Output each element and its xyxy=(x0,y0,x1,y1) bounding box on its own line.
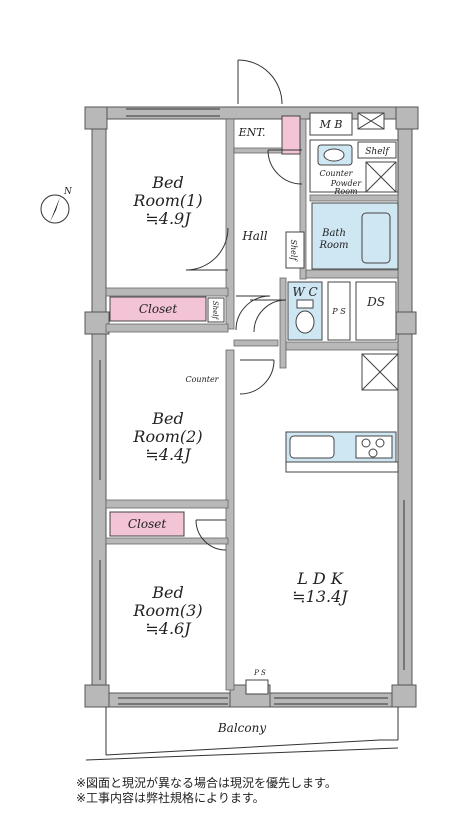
bed1-label-line2: Room(1) xyxy=(132,191,202,210)
hall-label: Hall xyxy=(241,229,267,243)
entrance-label: ENT. xyxy=(238,126,266,139)
ldk-size: ≒13.4J xyxy=(292,587,349,606)
bed2-label-line2: Room(2) xyxy=(132,427,202,446)
windows xyxy=(99,108,405,705)
bed3-label-line2: Room(3) xyxy=(132,601,202,620)
ds-label: DS xyxy=(366,295,385,309)
ldk-label: L D K xyxy=(296,569,344,588)
notes: ※図面と現況が異なる場合は現況を優先します。 ※工事内容は弊社規格によります。 xyxy=(76,776,337,806)
bed2-size: ≒4.4J xyxy=(145,445,192,464)
bed1-size: ≒4.9J xyxy=(145,209,192,228)
bath-label-line2: Room xyxy=(318,240,348,251)
bed1-label-line1: Bed xyxy=(151,173,183,192)
door-swings xyxy=(185,59,303,551)
note-line-1: ※図面と現況が異なる場合は現況を優先します。 xyxy=(76,776,337,790)
closet2-label: Closet xyxy=(128,517,167,531)
wc-label: W C xyxy=(292,285,317,299)
svg-text:N: N xyxy=(63,187,73,197)
bath-label-line1: Bath xyxy=(321,228,346,239)
closets xyxy=(109,115,301,537)
north-arrow-icon: N xyxy=(40,187,73,224)
powder-label-line2: Room xyxy=(333,187,358,196)
utility-boxes xyxy=(207,112,399,695)
interior-walls xyxy=(105,118,399,691)
shelf-small-label: Shelf xyxy=(211,301,219,321)
balcony xyxy=(85,707,399,761)
counter-top-label: Counter xyxy=(319,169,353,178)
ps-center-label: P S xyxy=(331,307,346,316)
counter-mid-label: Counter xyxy=(185,375,219,384)
shelf-hall-label: Shelf xyxy=(289,240,298,263)
ps-bottom-label: P S xyxy=(253,669,266,677)
powder-label-line1: Powder xyxy=(330,179,363,188)
bed3-label-line1: Bed xyxy=(151,583,183,602)
shelf-top-label: Shelf xyxy=(365,147,390,157)
balcony-label: Balcony xyxy=(217,721,266,735)
closet1-label: Closet xyxy=(139,302,178,316)
note-line-2: ※工事内容は弊社規格によります。 xyxy=(76,791,265,805)
bed3-size: ≒4.6J xyxy=(145,619,192,638)
bed2-label-line1: Bed xyxy=(151,409,183,428)
meter-box-label: M B xyxy=(319,118,343,131)
